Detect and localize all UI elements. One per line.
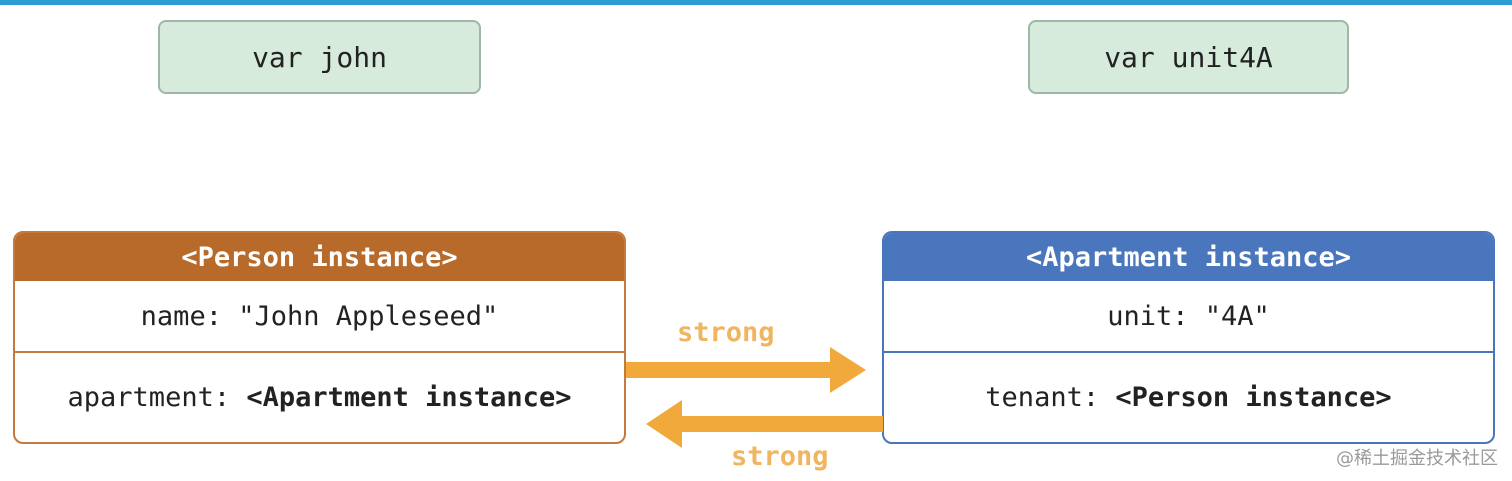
person-name-value: "John Appleseed" — [238, 300, 499, 332]
person-apartment-row: apartment: <Apartment instance> — [15, 353, 624, 441]
apartment-unit-label: unit: — [1107, 300, 1205, 332]
watermark: @稀土掘金技术社区 — [1336, 448, 1498, 469]
forward-strong-label: strong — [677, 317, 775, 348]
variable-john-label: var john — [252, 40, 387, 74]
apartment-tenant-row: tenant: <Person instance> — [884, 353, 1493, 441]
top-border — [0, 0, 1512, 5]
person-instance-header: <Person instance> — [15, 233, 624, 281]
person-apartment-label: apartment: — [67, 381, 247, 413]
person-name-label: name: — [140, 300, 239, 332]
variable-unit4a-label: var unit4A — [1104, 40, 1273, 74]
apartment-tenant-value: <Person instance> — [1115, 381, 1392, 413]
apartment-instance-box: <Apartment instance> unit: "4A" tenant: … — [882, 231, 1495, 444]
variable-unit4a-box: var unit4A — [1028, 20, 1349, 94]
person-name-row: name: "John Appleseed" — [15, 281, 624, 353]
forward-strong-arrow — [626, 347, 866, 393]
person-instance-box: <Person instance> name: "John Appleseed"… — [13, 231, 626, 444]
apartment-instance-header: <Apartment instance> — [884, 233, 1493, 281]
person-instance-title: <Person instance> — [181, 241, 458, 273]
apartment-unit-value: "4A" — [1204, 300, 1270, 332]
backward-strong-label: strong — [731, 441, 829, 472]
variable-john-box: var john — [158, 20, 481, 94]
backward-strong-arrow — [646, 400, 883, 448]
apartment-unit-row: unit: "4A" — [884, 281, 1493, 353]
apartment-tenant-label: tenant: — [985, 381, 1116, 413]
person-apartment-value: <Apartment instance> — [246, 381, 572, 413]
apartment-instance-title: <Apartment instance> — [1025, 241, 1352, 273]
